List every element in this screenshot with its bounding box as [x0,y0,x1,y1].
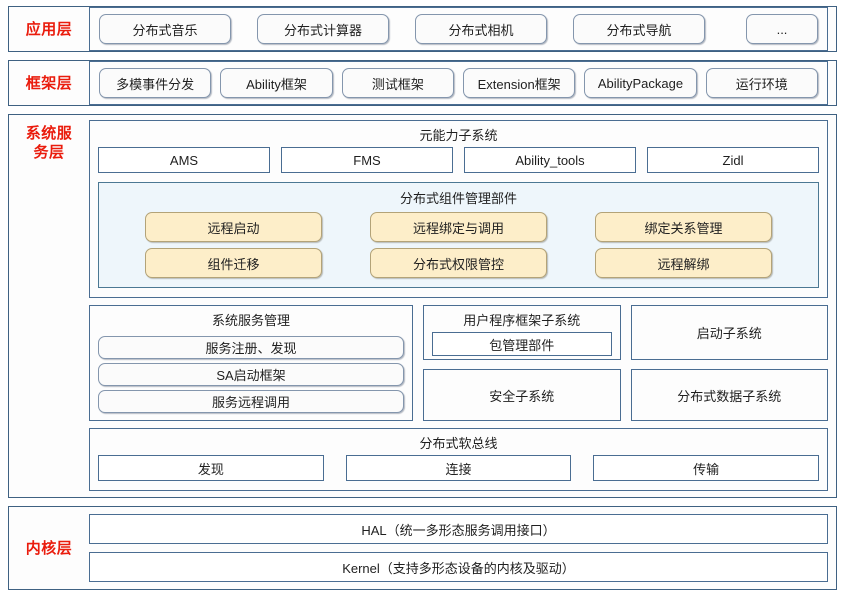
dcp-item-binding-relation-management[interactable]: 绑定关系管理 [595,212,772,242]
panel-meta-ability-subsystem: 元能力子系统 AMS FMS Ability_tools Zidl 分布式组件管… [89,120,828,298]
soft-bus-items-row: 发现 连接 传输 [98,455,820,481]
layer-framework: 框架层 多模事件分发 Ability框架 测试框架 Extension框架 Ab… [8,60,837,106]
app-item-distributed-calculator[interactable]: 分布式计算器 [257,14,389,44]
dcp-item-component-migration[interactable]: 组件迁移 [145,248,322,278]
panel-system-service-management: 系统服务管理 服务注册、发现 SA启动框架 服务远程调用 [89,305,413,421]
layer-body-kernel: HAL（统一多形态服务调用接口） Kernel（支持多形态设备的内核及驱动） [89,507,836,589]
layer-label-system-service-line2: 务层 [33,144,65,161]
layer-system-service: 系统服 务层 元能力子系统 AMS FMS Ability_tools Zidl… [8,114,837,498]
app-item-distributed-navigation[interactable]: 分布式导航 [573,14,705,44]
layer-label-system-service-line1: 系统服 [25,125,73,142]
distributed-component-management-title: 分布式组件管理部件 [399,191,517,206]
layer-label-system-service: 系统服 务层 [9,115,89,497]
framework-item-ability-framework[interactable]: Ability框架 [220,68,333,98]
subsystem-security[interactable]: 安全子系统 [423,369,621,421]
dcp-item-remote-bind-invoke[interactable]: 远程绑定与调用 [370,212,547,242]
app-item-more[interactable]: ... [746,14,818,44]
subsystems-column-right: 启动子系统 分布式数据子系统 [630,305,828,421]
layer-application: 应用层 分布式音乐 分布式计算器 分布式相机 分布式导航 ... [8,6,837,52]
meta-item-fms[interactable]: FMS [281,147,453,173]
distributed-soft-bus-title: 分布式软总线 [419,436,498,451]
layer-body-system-service: 元能力子系统 AMS FMS Ability_tools Zidl 分布式组件管… [89,115,836,497]
system-service-management-title: 系统服务管理 [211,313,290,328]
meta-item-ams[interactable]: AMS [98,147,270,173]
ssm-item-service-remote-invoke[interactable]: 服务远程调用 [98,390,404,413]
framework-item-runtime-environment[interactable]: 运行环境 [705,68,818,98]
dcp-item-remote-unbind[interactable]: 远程解绑 [595,248,772,278]
architecture-diagram: 应用层 分布式音乐 分布式计算器 分布式相机 分布式导航 ... 框架层 多模事… [8,6,837,590]
layer-label-framework: 框架层 [25,74,73,92]
framework-item-multimodal-event-dispatch[interactable]: 多模事件分发 [99,68,212,98]
framework-item-ability-package[interactable]: AbilityPackage [584,68,697,98]
framework-item-test-framework[interactable]: 测试框架 [341,68,454,98]
layer-label-application: 应用层 [25,20,73,38]
meta-item-zidl[interactable]: Zidl [647,147,819,173]
panel-distributed-soft-bus: 分布式软总线 发现 连接 传输 [89,428,828,491]
upf-item-package-management-part[interactable]: 包管理部件 [432,332,612,356]
meta-ability-items-row: AMS FMS Ability_tools Zidl [98,147,819,173]
application-items-container: 分布式音乐 分布式计算器 分布式相机 分布式导航 ... [89,7,828,51]
subsystems-column-center: 用户程序框架子系统 包管理部件 安全子系统 [423,305,621,421]
framework-item-extension-framework[interactable]: Extension框架 [462,68,576,98]
panel-user-program-framework-subsystem: 用户程序框架子系统 包管理部件 [423,305,621,360]
kernel-item-hal[interactable]: HAL（统一多形态服务调用接口） [89,514,828,544]
subsystem-distributed-data[interactable]: 分布式数据子系统 [630,369,828,421]
subsystems-row: 系统服务管理 服务注册、发现 SA启动框架 服务远程调用 用户程序框架子系统 包… [89,305,828,421]
layer-label-kernel: 内核层 [25,539,73,557]
panel-distributed-component-management: 分布式组件管理部件 远程启动 远程绑定与调用 绑定关系管理 组件迁移 分布式权限… [98,182,819,288]
distributed-component-grid: 远程启动 远程绑定与调用 绑定关系管理 组件迁移 分布式权限管控 远程解绑 [107,212,810,278]
ssm-item-sa-start-framework[interactable]: SA启动框架 [98,363,404,386]
layer-body-framework: 多模事件分发 Ability框架 测试框架 Extension框架 Abilit… [89,61,836,105]
dcp-item-remote-start[interactable]: 远程启动 [145,212,322,242]
soft-bus-item-discovery[interactable]: 发现 [98,455,324,481]
app-item-distributed-camera[interactable]: 分布式相机 [415,14,547,44]
subsystem-startup[interactable]: 启动子系统 [630,305,828,360]
soft-bus-item-connection[interactable]: 连接 [345,455,572,481]
meta-item-ability-tools[interactable]: Ability_tools [464,147,636,173]
meta-ability-subsystem-title: 元能力子系统 [419,128,498,143]
dcp-item-distributed-permission-control[interactable]: 分布式权限管控 [370,248,547,278]
framework-items-container: 多模事件分发 Ability框架 测试框架 Extension框架 Abilit… [89,61,828,105]
kernel-item-kernel[interactable]: Kernel（支持多形态设备的内核及驱动） [89,552,828,582]
app-item-distributed-music[interactable]: 分布式音乐 [99,14,231,44]
soft-bus-item-transmission[interactable]: 传输 [593,455,820,481]
layer-body-application: 分布式音乐 分布式计算器 分布式相机 分布式导航 ... [89,7,836,51]
ssm-item-service-register-discover[interactable]: 服务注册、发现 [98,336,404,359]
layer-kernel: 内核层 HAL（统一多形态服务调用接口） Kernel（支持多形态设备的内核及驱… [8,506,837,590]
user-program-framework-title: 用户程序框架子系统 [463,313,581,328]
